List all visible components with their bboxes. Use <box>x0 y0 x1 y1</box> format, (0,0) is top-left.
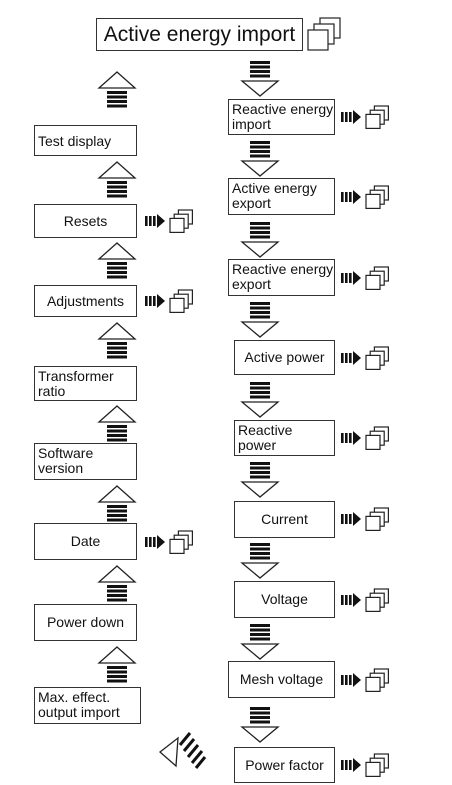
enter-arrow-icon <box>341 512 361 526</box>
stacked-pages-icon <box>365 266 389 290</box>
up-arrow-icon <box>97 242 137 279</box>
stacked-pages-icon <box>365 588 389 613</box>
active-energy-export-box: Active energy export <box>228 178 335 215</box>
up-arrow-icon <box>97 322 137 359</box>
stacked-pages-icon <box>365 346 389 370</box>
power-factor-box: Power factor <box>234 747 335 783</box>
down-arrow-icon <box>240 141 280 177</box>
down-arrow-icon <box>240 624 280 660</box>
enter-arrow-icon <box>145 294 165 308</box>
enter-arrow-icon <box>341 431 361 445</box>
stacked-pages-icon <box>169 530 193 555</box>
reactive-energy-import-box: Reactive energy import <box>228 99 335 135</box>
active-power-box: Active power <box>234 340 335 375</box>
enter-arrow-icon <box>341 110 361 124</box>
stacked-pages-icon <box>169 209 193 233</box>
stacked-pages-icon <box>169 289 193 313</box>
reactive-energy-export-label: Reactive energy export <box>232 261 334 292</box>
current-label: Current <box>261 511 308 527</box>
main-title-box: Active energy import <box>96 18 303 51</box>
up-arrow-icon <box>97 405 137 442</box>
down-arrow-icon <box>240 543 280 579</box>
down-arrow-icon <box>240 302 280 338</box>
up-arrow-icon <box>97 565 137 602</box>
date-label: Date <box>70 533 101 549</box>
resets-box: Resets <box>34 204 137 238</box>
stacked-pages-icon <box>365 668 389 693</box>
max-effect-output-import-label: Max. effect. output import <box>38 689 120 720</box>
transformer-ratio-box: Transformer ratio <box>34 366 137 401</box>
active-energy-export-label: Active energy export <box>232 180 317 211</box>
max-effect-output-import-box: Max. effect. output import <box>34 687 141 724</box>
resets-label: Resets <box>63 212 108 229</box>
up-arrow-icon <box>97 71 137 108</box>
current-box: Current <box>234 501 335 538</box>
transformer-ratio-label: Transformer ratio <box>38 368 114 399</box>
test-display-box: Test display <box>34 125 137 156</box>
adjustments-box: Adjustments <box>34 285 137 317</box>
stacked-pages-icon <box>365 185 389 209</box>
adjustments-label: Adjustments <box>46 292 125 309</box>
power-down-label: Power down <box>46 614 125 630</box>
stacked-pages-icon <box>365 426 389 450</box>
down-arrow-icon <box>240 707 280 743</box>
reactive-energy-export-box: Reactive energy export <box>228 259 335 296</box>
date-box: Date <box>34 523 137 560</box>
enter-arrow-icon <box>341 758 361 772</box>
enter-arrow-icon <box>341 351 361 365</box>
test-display-label: Test display <box>38 133 112 149</box>
enter-arrow-icon <box>145 214 165 228</box>
stacked-pages-icon <box>365 753 389 778</box>
main-title: Active energy import <box>103 22 296 46</box>
voltage-box: Voltage <box>234 581 335 618</box>
enter-arrow-icon <box>341 593 361 607</box>
down-arrow-icon <box>240 222 280 258</box>
stacked-pages-icon <box>307 17 341 51</box>
reactive-energy-import-label: Reactive energy import <box>232 101 334 132</box>
enter-arrow-icon <box>341 673 361 687</box>
reactive-power-box: Reactive power <box>234 420 335 456</box>
up-arrow-icon <box>97 485 137 522</box>
software-version-label: Software version <box>38 445 94 476</box>
stacked-pages-icon <box>365 105 389 130</box>
down-arrow-icon <box>240 61 280 97</box>
mesh-voltage-box: Mesh voltage <box>228 661 335 698</box>
diagonal-arrow-icon <box>158 732 207 769</box>
mesh-voltage-label: Mesh voltage <box>239 671 324 687</box>
enter-arrow-icon <box>145 535 165 549</box>
active-power-label: Active power <box>244 349 325 365</box>
stacked-pages-icon <box>365 507 389 532</box>
down-arrow-icon <box>240 382 280 418</box>
voltage-label: Voltage <box>261 591 308 607</box>
power-down-box: Power down <box>34 604 137 641</box>
power-factor-label: Power factor <box>245 756 324 773</box>
software-version-box: Software version <box>34 443 137 480</box>
down-arrow-icon <box>240 462 280 498</box>
reactive-power-label: Reactive power <box>238 422 293 453</box>
up-arrow-icon <box>97 161 137 198</box>
enter-arrow-icon <box>341 190 361 204</box>
enter-arrow-icon <box>341 271 361 285</box>
up-arrow-icon <box>97 646 137 683</box>
